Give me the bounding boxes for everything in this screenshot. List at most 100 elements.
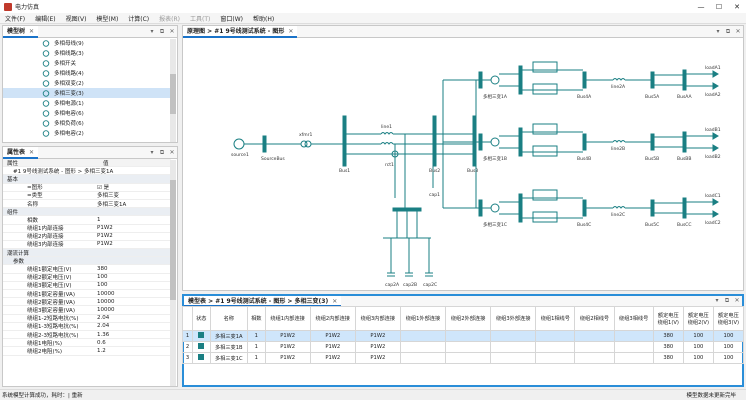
column-header[interactable]: 额定电压 绕组3(V) xyxy=(712,306,745,331)
tree-item[interactable]: 多相开关 xyxy=(3,58,171,68)
tree-item[interactable]: 多相电容(6) xyxy=(3,108,171,118)
column-header[interactable]: 绕组1外部连接 xyxy=(399,306,447,331)
tab-model-table[interactable]: 模型表 > #1 9号线测试系统 - 图形 > 多相三变(3)✕ xyxy=(184,295,342,307)
property-row[interactable]: 绕组1-2短路电抗(%)2.04 xyxy=(3,315,171,323)
switch-box[interactable] xyxy=(532,189,558,201)
float-icon[interactable]: ⧉ xyxy=(725,27,731,35)
column-header[interactable]: 绕组3相线号 xyxy=(613,306,654,331)
property-row[interactable]: 绕组2额定电压(V)100 xyxy=(3,274,171,282)
property-row[interactable]: 绕组3额定电压(V)100 xyxy=(3,282,171,290)
float-icon[interactable]: ⧉ xyxy=(159,27,165,35)
pin-icon[interactable]: ▾ xyxy=(150,148,154,156)
tree-item[interactable]: 多相电源(1) xyxy=(3,98,171,108)
transformer-input-bus[interactable] xyxy=(478,133,483,151)
transformer-input-bus[interactable] xyxy=(478,199,483,217)
column-header[interactable]: 绕组3内部连接 xyxy=(354,306,401,331)
property-row[interactable]: 绕组1额定容量(VA)10000 xyxy=(3,290,171,299)
menu-item-5[interactable]: 报表(R) xyxy=(159,15,181,23)
line-inductor-icon[interactable] xyxy=(612,206,626,209)
status-indicator[interactable] xyxy=(192,330,211,342)
properties-scrollbar[interactable] xyxy=(170,160,176,386)
switch-box[interactable] xyxy=(532,83,558,95)
property-row[interactable]: 潮流计算 xyxy=(3,249,171,258)
property-row[interactable]: 绕组2电阻(%)1.2 xyxy=(3,347,171,356)
property-row[interactable]: 绕组1额定电压(V)380 xyxy=(3,265,171,274)
property-value[interactable]: P1W2 xyxy=(97,233,113,240)
column-header[interactable]: 绕组1相线号 xyxy=(535,306,576,331)
close-icon[interactable]: ✕ xyxy=(332,297,338,305)
close-icon[interactable]: ✕ xyxy=(29,148,35,156)
transformer-output-bus[interactable] xyxy=(518,127,523,157)
close-panel-icon[interactable]: ✕ xyxy=(169,148,175,156)
property-value[interactable]: ☑ 是 xyxy=(97,185,110,192)
property-value[interactable]: 10000 xyxy=(97,290,115,297)
load-arrow-icon[interactable] xyxy=(712,198,719,206)
column-header[interactable]: 额定电压 绕组1(V) xyxy=(652,306,684,331)
tree-item[interactable]: 多相电容(2) xyxy=(3,128,171,138)
property-value[interactable]: 2.04 xyxy=(97,315,110,322)
column-header[interactable]: 绕组1内部连接 xyxy=(264,306,311,331)
menu-item-2[interactable]: 视图(V) xyxy=(65,15,87,23)
menu-item-8[interactable]: 帮助(H) xyxy=(253,15,275,23)
tree-item[interactable]: 多相母线(9) xyxy=(3,38,171,48)
pin-icon[interactable]: ▾ xyxy=(716,27,720,35)
tab-diagram[interactable]: 原理图 > #1 9号线测试系统 - 图形✕ xyxy=(183,25,298,38)
menu-item-4[interactable]: 计算(C) xyxy=(128,15,150,23)
transformer-input-bus[interactable] xyxy=(478,71,483,89)
load-arrow-icon[interactable] xyxy=(712,132,719,140)
three-winding-transformer-icon[interactable] xyxy=(490,137,500,147)
property-value[interactable]: 0.6 xyxy=(97,339,106,346)
menu-item-7[interactable]: 窗口(W) xyxy=(220,15,243,23)
property-row[interactable]: =类型多相三变 xyxy=(3,192,171,200)
menu-item-3[interactable]: 模型(M) xyxy=(96,15,119,23)
capbank-bus[interactable] xyxy=(392,207,422,212)
switch-box[interactable] xyxy=(532,61,558,73)
bus-end-bus[interactable] xyxy=(682,69,687,91)
property-row[interactable]: 参数 xyxy=(3,257,171,266)
load-arrow-icon[interactable] xyxy=(712,82,719,90)
close-panel-icon[interactable]: ✕ xyxy=(734,297,740,304)
column-header[interactable]: 状态 xyxy=(192,306,211,331)
line-inductor-icon[interactable] xyxy=(612,78,626,81)
tab-model-tree[interactable]: 模型树✕ xyxy=(3,25,39,38)
column-header[interactable]: 绕组2相线号 xyxy=(574,306,615,331)
property-value[interactable]: 100 xyxy=(97,282,108,289)
status-indicator[interactable] xyxy=(192,352,211,364)
bus-end-bus[interactable] xyxy=(682,131,687,153)
status-indicator[interactable] xyxy=(192,341,211,353)
close-button[interactable]: ✕ xyxy=(734,2,740,11)
load-arrow-icon[interactable] xyxy=(712,144,719,152)
column-header[interactable]: 相数 xyxy=(246,306,266,331)
property-value[interactable]: 2.04 xyxy=(97,323,110,330)
bus-end-bus[interactable] xyxy=(682,197,687,219)
maximize-button[interactable]: ☐ xyxy=(715,2,723,11)
property-row[interactable]: 绕组1-3短路电抗(%)2.04 xyxy=(3,323,171,331)
three-winding-transformer-icon[interactable] xyxy=(490,75,500,85)
close-icon[interactable]: ✕ xyxy=(29,27,35,35)
bus4-bus[interactable] xyxy=(582,71,587,89)
sourcebus-bus[interactable] xyxy=(262,135,267,153)
float-icon[interactable]: ⧉ xyxy=(724,297,730,304)
property-value[interactable]: 10000 xyxy=(97,298,115,305)
source-icon[interactable] xyxy=(233,138,245,150)
load-arrow-icon[interactable] xyxy=(712,210,719,218)
property-value[interactable]: 1.36 xyxy=(97,331,110,338)
menu-item-0[interactable]: 文件(F) xyxy=(5,15,26,23)
property-row[interactable]: 绕组1电阻(%)0.6 xyxy=(3,339,171,348)
column-header[interactable]: 名称 xyxy=(209,306,248,331)
property-value[interactable]: P1W2 xyxy=(97,241,113,248)
xfmr1-winding-1[interactable] xyxy=(300,140,308,148)
close-panel-icon[interactable]: ✕ xyxy=(169,27,175,35)
column-header[interactable]: 绕组2外部连接 xyxy=(445,306,492,331)
tree-scrollbar[interactable] xyxy=(170,39,176,142)
column-header[interactable]: 绕组3外部连接 xyxy=(490,306,537,331)
switch-box[interactable] xyxy=(532,123,558,135)
bus5-bus[interactable] xyxy=(650,199,655,217)
property-value[interactable]: 380 xyxy=(97,266,108,273)
